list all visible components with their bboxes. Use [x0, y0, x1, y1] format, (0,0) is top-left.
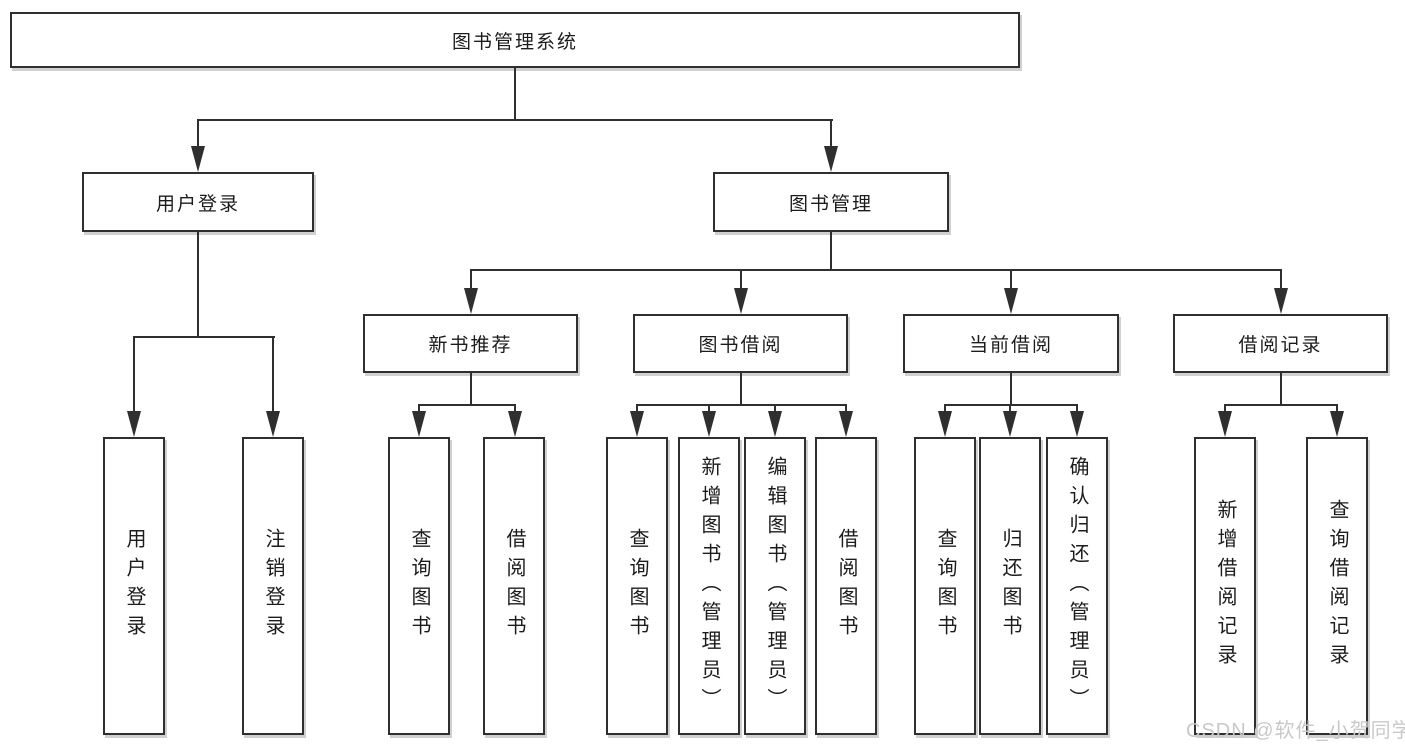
connector-line	[636, 404, 638, 416]
node-label: 图书借阅	[698, 335, 783, 356]
node-label: 新书推荐	[428, 335, 513, 356]
arrow-down-icon	[1070, 411, 1084, 437]
connector-line	[514, 68, 516, 121]
node-book-management: 图书管理	[713, 172, 949, 232]
connector-line	[740, 373, 742, 406]
connector-line	[636, 404, 847, 406]
arrow-down-icon	[702, 411, 716, 437]
leaf-borrow-books-borrowing: 借阅图书	[815, 437, 877, 735]
node-label: 查询图书	[626, 528, 648, 644]
node-label: 用户登录	[155, 193, 240, 215]
connector-line	[418, 404, 516, 406]
connector-line	[133, 336, 275, 338]
connector-line	[708, 404, 710, 416]
leaf-query-books-current: 查询图书	[914, 437, 976, 735]
node-label: 查询图书	[408, 528, 430, 644]
node-label: 查询借阅记录	[1326, 499, 1348, 673]
arrow-down-icon	[508, 411, 522, 437]
node-label: 新增借阅记录	[1214, 499, 1236, 673]
leaf-user-login: 用户登录	[103, 437, 165, 735]
leaf-edit-book-admin: 编辑图书（管理员）	[744, 437, 806, 735]
connector-line	[197, 232, 199, 337]
connector-line	[774, 404, 776, 416]
csdn-watermark: CSDN @软件_小贺同学	[1186, 720, 1405, 742]
arrow-down-icon	[1218, 411, 1232, 437]
leaf-return-book: 归还图书	[979, 437, 1041, 735]
connector-line	[418, 404, 420, 416]
connector-line	[944, 404, 1078, 406]
node-label: 注销登录	[262, 528, 284, 644]
node-label: 查询图书	[934, 528, 956, 644]
connector-line	[1224, 404, 1226, 416]
connector-line	[1280, 269, 1282, 291]
leaf-query-books-borrowing: 查询图书	[606, 437, 668, 735]
connector-line	[830, 232, 832, 271]
connector-line	[1280, 373, 1282, 406]
connector-line	[1010, 373, 1012, 406]
node-label: 图书管理系统	[451, 31, 578, 53]
arrow-down-icon	[1330, 411, 1344, 437]
arrow-down-icon	[938, 411, 952, 437]
connector-line	[1224, 404, 1338, 406]
connector-line	[197, 119, 199, 149]
connector-line	[944, 404, 946, 416]
node-label: 当前借阅	[968, 335, 1053, 356]
connector-line	[197, 119, 833, 121]
node-current-borrowing: 当前借阅	[903, 314, 1119, 373]
arrow-down-icon	[824, 146, 838, 172]
connector-line	[133, 336, 135, 414]
connector-line	[470, 269, 1282, 271]
node-label: 新增图书（管理员）	[698, 455, 720, 717]
connector-line	[740, 269, 742, 291]
leaf-borrow-books-recommend: 借阅图书	[483, 437, 545, 735]
arrow-down-icon	[464, 288, 478, 314]
connector-line	[272, 336, 274, 414]
leaf-add-book-admin: 新增图书（管理员）	[678, 437, 740, 735]
connector-line	[1336, 404, 1338, 416]
arrow-down-icon	[839, 411, 853, 437]
connector-line	[845, 404, 847, 416]
arrow-down-icon	[1274, 288, 1288, 314]
leaf-confirm-return-admin: 确认归还（管理员）	[1046, 437, 1108, 735]
node-label: 归还图书	[999, 528, 1021, 644]
node-label: 借阅记录	[1238, 335, 1323, 356]
node-label: 编辑图书（管理员）	[764, 455, 786, 717]
arrow-down-icon	[191, 146, 205, 172]
connector-line	[470, 269, 472, 291]
node-new-book-recommendation: 新书推荐	[363, 314, 578, 373]
connector-line	[830, 119, 832, 149]
node-label: 确认归还（管理员）	[1066, 455, 1088, 717]
arrow-down-icon	[768, 411, 782, 437]
node-library-management-system: 图书管理系统	[10, 12, 1020, 68]
node-book-borrowing: 图书借阅	[633, 314, 848, 373]
node-label: 借阅图书	[835, 528, 857, 644]
arrow-down-icon	[266, 411, 280, 437]
connector-line	[1009, 404, 1011, 416]
connector-line	[514, 404, 516, 416]
node-label: 用户登录	[123, 528, 145, 644]
arrow-down-icon	[127, 411, 141, 437]
node-label: 图书管理	[788, 193, 873, 215]
connector-line	[1076, 404, 1078, 416]
arrow-down-icon	[734, 288, 748, 314]
arrow-down-icon	[412, 411, 426, 437]
connector-line	[1010, 269, 1012, 291]
arrow-down-icon	[1004, 288, 1018, 314]
leaf-query-borrow-record: 查询借阅记录	[1306, 437, 1368, 735]
leaf-add-borrow-record: 新增借阅记录	[1194, 437, 1256, 735]
node-user-login: 用户登录	[82, 172, 314, 232]
leaf-logout: 注销登录	[242, 437, 304, 735]
leaf-query-books-recommend: 查询图书	[388, 437, 450, 735]
node-borrowing-records: 借阅记录	[1173, 314, 1388, 373]
arrow-down-icon	[630, 411, 644, 437]
node-label: 借阅图书	[503, 528, 525, 644]
arrow-down-icon	[1003, 411, 1017, 437]
connector-line	[470, 373, 472, 406]
